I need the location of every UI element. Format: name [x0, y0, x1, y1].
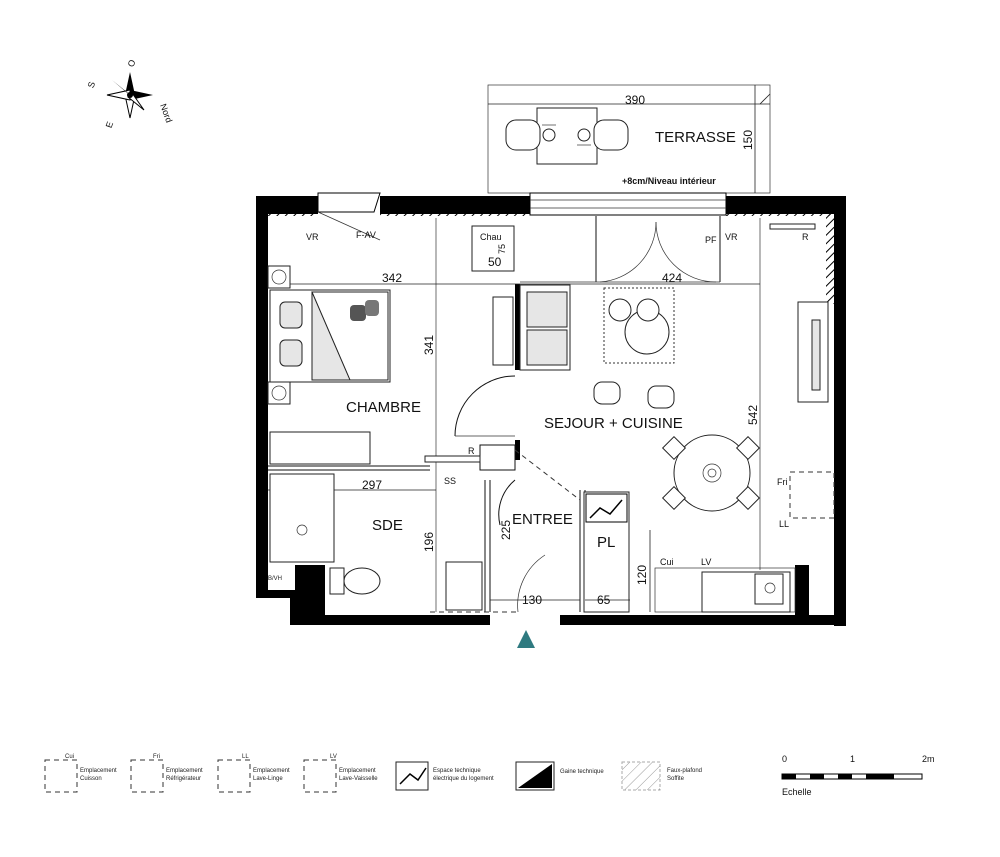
- legend-item-faux-plafond: Faux-plafond Soffite: [621, 761, 702, 791]
- sejour-height-dim: 542: [746, 405, 760, 425]
- sde-width-dim: 297: [362, 478, 382, 492]
- rug: [603, 287, 675, 364]
- toilet: [329, 567, 381, 595]
- ll-label: LL: [779, 519, 789, 529]
- sde: 297 196 SDE SS B/VH: [268, 473, 483, 611]
- legend-item-fri: Fri Emplacement Réfrigérateur: [130, 754, 203, 793]
- cuisine-height-dim: 120: [635, 565, 649, 585]
- chambre-width-dim: 342: [382, 271, 402, 285]
- entree: ENTREE 225 130: [490, 511, 580, 648]
- legend-text1: Emplacement: [80, 768, 117, 774]
- chau-label: Chau: [480, 232, 502, 242]
- terrasse-height-dim: 150: [741, 130, 755, 150]
- chambre-height-dim: 341: [422, 335, 436, 355]
- sejour: 424 542 SEJOUR + CUISINE: [492, 271, 829, 512]
- legend-text1: Faux-plafond: [667, 768, 702, 774]
- legend-text2: Lave-Vaisselle: [339, 776, 378, 782]
- compass-rose-icon: S O E Nord: [86, 58, 175, 129]
- legend-item-elec: Espace technique électrique du logement: [395, 761, 494, 791]
- compass-letter-e: E: [104, 120, 115, 129]
- legend-code: Cui: [65, 754, 74, 760]
- legend-item-lv: LV Emplacement Lave-Vaisselle: [303, 754, 378, 793]
- legend-text1: Emplacement: [253, 768, 290, 774]
- sejour-width-dim: 424: [662, 271, 682, 285]
- legend-text2: Réfrigérateur: [166, 776, 201, 782]
- radiator-right: [769, 223, 816, 230]
- pl-width-dim: 65: [597, 593, 611, 607]
- vr2-label: VR: [725, 232, 738, 242]
- chau-width-dim: 50: [488, 255, 502, 269]
- cui-label: Cui: [660, 557, 674, 567]
- legend-item-cui: Cui Emplacement Cuisson: [44, 754, 117, 793]
- ss-label: SS: [444, 476, 456, 486]
- chambre: 342 341 CHAMBRE R: [267, 265, 520, 465]
- entree-height-dim: 225: [499, 520, 513, 540]
- dining-table: [661, 434, 761, 512]
- legend-item-ll: LL Emplacement Lave-Linge: [217, 754, 290, 793]
- door-swings: [430, 221, 717, 613]
- legend-text2: Soffite: [667, 776, 685, 782]
- legend-text2: Lave-Linge: [253, 776, 283, 782]
- wardrobe: [269, 431, 371, 465]
- terrasse-width-dim: 390: [625, 93, 645, 107]
- chau-height-dim: 75: [497, 244, 507, 254]
- scale-tick-1: 1: [850, 754, 855, 764]
- entree-label: ENTREE: [512, 511, 573, 528]
- chambre-label: CHAMBRE: [346, 399, 421, 416]
- legend-text1: Emplacement: [339, 768, 376, 774]
- entry-marker-icon: [517, 630, 535, 648]
- mvh-label: B/VH: [268, 576, 282, 582]
- window-fav: [317, 192, 381, 241]
- sde-height-dim: 196: [422, 532, 436, 552]
- legend-text2: Cuisson: [80, 776, 102, 782]
- lv-label: LV: [701, 557, 711, 567]
- sde-label: SDE: [372, 517, 403, 534]
- scale-tick-0: 0: [782, 754, 787, 764]
- entree-width-dim: 130: [522, 593, 542, 607]
- legend-text1: Espace technique: [433, 768, 481, 774]
- terrace: 390 150 TERRASSE +8cm/Niveau intérieur: [487, 84, 771, 194]
- fav-label: F-AV: [356, 230, 376, 240]
- r2-label: R: [802, 232, 809, 242]
- shower: [269, 473, 335, 563]
- terrasse-label: TERRASSE: [655, 129, 736, 146]
- legend: Cui Emplacement Cuisson Fri Emplacement …: [44, 754, 702, 793]
- terrace-table: [505, 107, 629, 165]
- legend-item-gaine: Gaine technique: [515, 761, 604, 791]
- fridge-zone: Fri LL: [777, 471, 835, 529]
- legend-code: LL: [242, 754, 249, 760]
- terrasse-level-note: +8cm/Niveau intérieur: [622, 176, 716, 186]
- kitchen: Cui LV 120: [635, 530, 796, 613]
- scale-bar: 0 1 2m Echelle: [781, 754, 935, 797]
- sejour-label: SEJOUR + CUISINE: [544, 415, 683, 432]
- water-heater: Chau 50 75: [471, 225, 515, 272]
- tv-unit: [492, 296, 514, 366]
- compass-letter-s: S: [86, 80, 97, 89]
- legend-code: Fri: [153, 754, 160, 760]
- compass-letter-o: O: [126, 58, 138, 68]
- pl-label: PL: [597, 534, 615, 551]
- legend-text2: électrique du logement: [433, 776, 494, 782]
- interior-walls: [268, 216, 761, 612]
- placard: PL 65: [583, 491, 630, 613]
- legend-text1: Emplacement: [166, 768, 203, 774]
- washbasin: [445, 561, 483, 611]
- vr1-label: VR: [306, 232, 319, 242]
- walls: [256, 192, 846, 626]
- pf-label: PF: [705, 235, 717, 245]
- legend-code: LV: [330, 754, 337, 760]
- scale-tick-2: 2m: [922, 754, 935, 764]
- r1-label: R: [468, 446, 475, 456]
- compass-north-label: Nord: [158, 102, 174, 124]
- sofa: [519, 284, 571, 371]
- legend-text1: Gaine technique: [560, 769, 604, 775]
- fri-label: Fri: [777, 477, 788, 487]
- bed: [267, 265, 391, 405]
- scale-label: Echelle: [782, 787, 812, 797]
